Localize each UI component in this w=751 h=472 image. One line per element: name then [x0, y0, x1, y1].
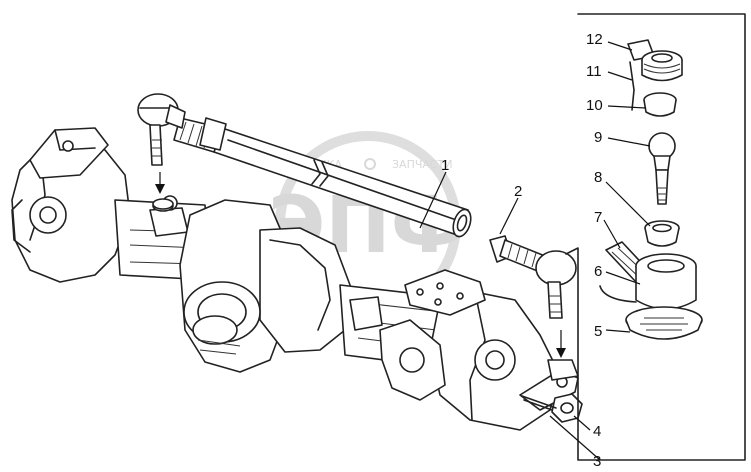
callout-4: 4: [593, 423, 601, 440]
part-6-housing: [599, 253, 697, 310]
callout-10: 10: [586, 97, 603, 114]
callout-6: 6: [594, 263, 602, 280]
left-assembly-arrow: [152, 172, 174, 210]
left-tie-rod-end: [137, 93, 186, 166]
part-11-spring: [629, 61, 635, 111]
callout-1: 1: [441, 157, 449, 174]
callout-12: 12: [586, 31, 603, 48]
right-assembly-arrow: [547, 330, 579, 381]
part-9-ball-pin: [648, 132, 676, 205]
part-5-cover: [625, 306, 703, 340]
callout-labels: 1 2 3 4 5 6 7 8 9 10 11 12: [441, 31, 603, 470]
callout-3: 3: [593, 453, 601, 470]
part-10-cap: [643, 92, 677, 117]
leader-lines: [419, 41, 651, 461]
tie-rod-tube: [173, 117, 472, 238]
ball-joint-exploded-panel: [565, 13, 746, 461]
cotter-pin: [521, 395, 557, 411]
callout-9: 9: [594, 129, 602, 146]
callout-11: 11: [586, 63, 602, 80]
gear-icon: [364, 158, 376, 170]
right-tie-rod-end: [489, 235, 577, 319]
callout-7: 7: [594, 209, 602, 226]
part-12-threaded-plug: [627, 39, 683, 82]
part-8-liner: [644, 220, 680, 247]
callout-5: 5: [594, 323, 602, 340]
watermark-caption-right: ЗАПЧАСТИ: [392, 158, 453, 171]
callout-2: 2: [514, 183, 522, 200]
front-axle-assembly: [11, 127, 579, 431]
callout-8: 8: [594, 169, 602, 186]
